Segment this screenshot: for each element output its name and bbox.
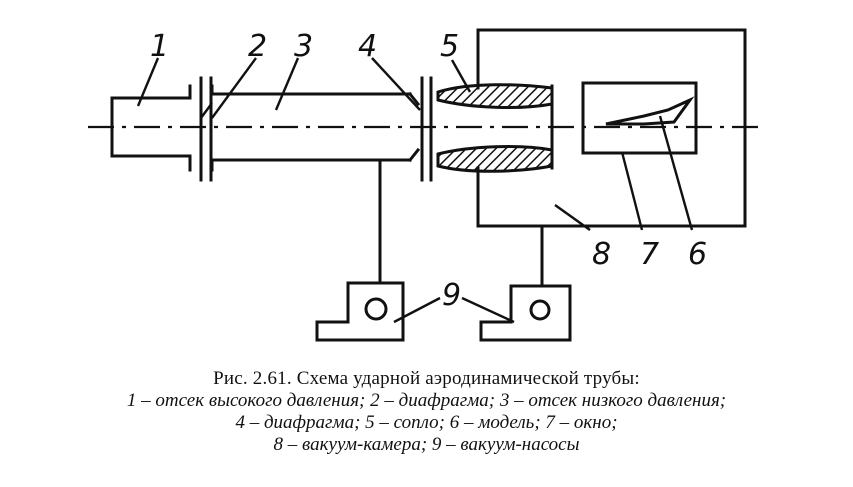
label-5: 5 bbox=[440, 29, 459, 64]
diaphragm-2 bbox=[420, 76, 433, 182]
caption-title: Рис. 2.61. Схема ударной аэродинамическо… bbox=[213, 368, 640, 389]
figure-caption: Рис. 2.61. Схема ударной аэродинамическо… bbox=[0, 368, 853, 456]
leader-lines bbox=[136, 57, 694, 324]
model bbox=[605, 96, 695, 126]
label-3: 3 bbox=[294, 29, 313, 64]
label-9: 9 bbox=[442, 278, 461, 313]
label-2: 2 bbox=[248, 29, 267, 64]
vacuum-chamber bbox=[476, 28, 747, 228]
label-1: 1 bbox=[150, 29, 169, 64]
nozzle bbox=[436, 83, 554, 173]
label-7: 7 bbox=[640, 237, 659, 272]
diagram-svg: 1 2 3 4 5 6 7 8 9 bbox=[88, 28, 762, 342]
caption-legend-line-2: 4 – диафрагма; 5 – сопло; 6 – модель; 7 … bbox=[235, 412, 618, 433]
caption-legend-line-1: 1 – отсек высокого давления; 2 – диафраг… bbox=[126, 390, 727, 411]
shock-tunnel-diagram: 1 2 3 4 5 6 7 8 9 bbox=[88, 28, 762, 342]
low-pressure-section bbox=[210, 84, 421, 172]
window bbox=[581, 81, 698, 155]
high-pressure-section bbox=[110, 84, 192, 172]
vacuum-pump-left bbox=[315, 281, 405, 342]
diaphragm-1 bbox=[199, 76, 213, 182]
label-4: 4 bbox=[358, 29, 377, 64]
label-8: 8 bbox=[592, 237, 611, 272]
label-6: 6 bbox=[688, 237, 707, 272]
vacuum-pump-right bbox=[479, 284, 572, 342]
caption-legend-line-3: 8 – вакуум-камера; 9 – вакуум-насосы bbox=[273, 434, 580, 455]
